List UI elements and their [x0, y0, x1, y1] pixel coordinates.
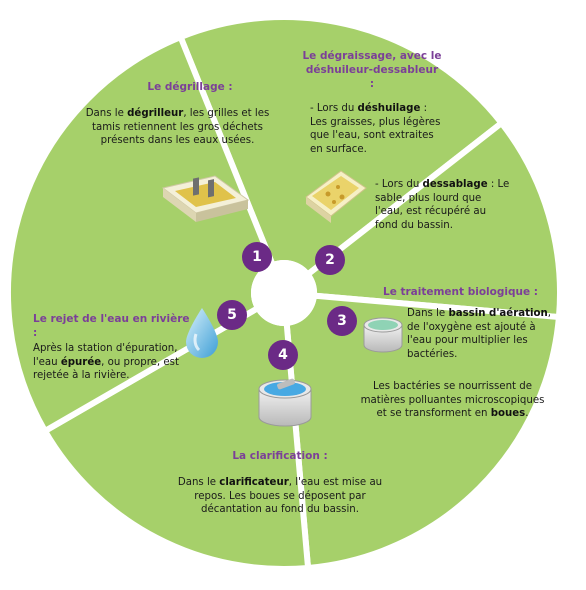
clarifier-icon [258, 378, 312, 427]
step-5-title: Le rejet de l'eau en rivière : [33, 313, 190, 339]
step-3-badge: 3 [327, 306, 357, 336]
water-drop-icon [186, 308, 218, 358]
step-2-text-oil: - Lors du déshuilage : Les graisses, plu… [310, 103, 441, 155]
aeration-basin-icon [363, 317, 403, 353]
step-3-text-bacteria: Les bactéries se nourrissent de matières… [360, 381, 545, 419]
step-4-badge: 4 [268, 340, 298, 370]
step-5-text: Après la station d'épuration, l'eau épur… [33, 343, 179, 381]
grid-filter-icon [161, 175, 250, 222]
step-1-badge: 1 [242, 242, 272, 272]
step-3-text-aeration: Dans le bassin d'aération, de l'oxygène … [407, 308, 551, 360]
step-1-title: Le dégrillage : [147, 81, 233, 93]
center-hub [251, 260, 317, 326]
step-3-title: Le traitement biologique : [383, 286, 538, 298]
step-2-badge: 2 [315, 245, 345, 275]
step-2-text-sand: - Lors du dessablage : Le sable, plus lo… [375, 179, 510, 231]
step-2-title: Le dégraissage, avec le déshuileur-dessa… [302, 50, 442, 90]
step-4-text: Dans le clarificateur, l'eau est mise au… [177, 477, 383, 515]
step-1-text: Dans le dégrilleur, les grilles et les t… [85, 108, 270, 146]
step-5-badge: 5 [217, 300, 247, 330]
step-4-title: La clarification : [232, 450, 328, 462]
sand-trap-icon [305, 170, 367, 223]
